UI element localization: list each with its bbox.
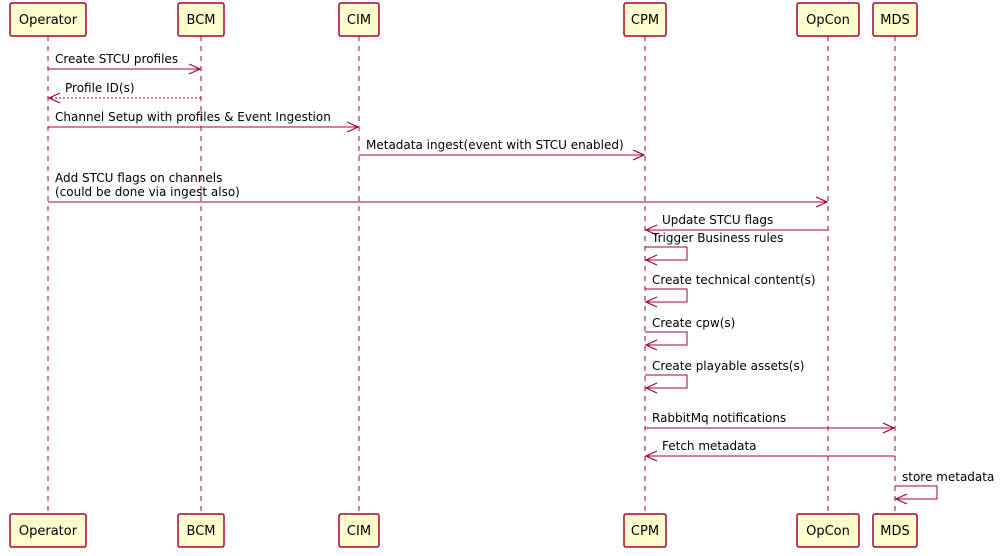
self-message-line xyxy=(895,485,938,500)
message-label: Fetch metadata xyxy=(662,439,757,453)
participant-box xyxy=(9,513,87,548)
arrow-head xyxy=(632,149,646,161)
arrow-head xyxy=(47,92,61,104)
participant-cim-top: CIM xyxy=(338,2,380,37)
message-9: Create cpw(s) xyxy=(644,316,735,351)
participant-label: CPM xyxy=(631,524,659,539)
participant-box xyxy=(338,513,380,548)
participant-operator-bottom: Operator xyxy=(9,513,87,548)
participant-label: BCM xyxy=(187,524,216,539)
message-12: Fetch metadata xyxy=(644,439,895,462)
participant-label: CPM xyxy=(631,13,659,28)
participant-cpm-bottom: CPM xyxy=(623,513,667,548)
message-4: Metadata ingest(event with STCU enabled) xyxy=(359,138,646,161)
participant-bcm-bottom: BCM xyxy=(177,513,225,548)
message-8: Create technical content(s) xyxy=(644,273,816,308)
self-message-line xyxy=(645,374,688,389)
message-label: Metadata ingest(event with STCU enabled) xyxy=(366,138,624,152)
message-2: Profile ID(s) xyxy=(47,81,201,104)
participant-operator-top: Operator xyxy=(9,2,87,37)
message-1: Create STCU profiles xyxy=(48,52,202,75)
arrow-head xyxy=(644,382,658,394)
arrow-head xyxy=(894,493,908,505)
arrow-head xyxy=(346,121,360,133)
participant-box xyxy=(623,2,667,37)
participant-box xyxy=(623,513,667,548)
message-label: Profile ID(s) xyxy=(65,81,135,95)
participant-label: CIM xyxy=(347,13,371,28)
self-message-line xyxy=(645,246,688,261)
message-label: (could be done via ingest also) xyxy=(55,185,240,199)
message-13: store metadata xyxy=(894,470,994,505)
participant-box xyxy=(796,2,860,37)
arrow-head xyxy=(644,450,658,462)
participant-opcon-top: OpCon xyxy=(796,2,860,37)
participant-label: OpCon xyxy=(806,13,850,28)
participant-box xyxy=(796,513,860,548)
participant-box xyxy=(177,513,225,548)
message-label: Trigger Business rules xyxy=(651,231,783,245)
message-3: Channel Setup with profiles & Event Inge… xyxy=(48,110,360,133)
participant-cim-bottom: CIM xyxy=(338,513,380,548)
message-label: Create STCU profiles xyxy=(55,52,178,66)
participant-box xyxy=(177,2,225,37)
message-label: Create cpw(s) xyxy=(652,316,735,330)
participant-label: Operator xyxy=(19,13,78,28)
message-label: Create playable assets(s) xyxy=(652,359,804,373)
arrow-head xyxy=(644,224,658,236)
participant-bcm-top: BCM xyxy=(177,2,225,37)
participant-cpm-top: CPM xyxy=(623,2,667,37)
participant-mds-bottom: MDS xyxy=(872,513,918,548)
self-message-line xyxy=(645,331,688,346)
participant-label: MDS xyxy=(880,13,909,28)
participant-label: MDS xyxy=(880,524,909,539)
arrow-head xyxy=(644,339,658,351)
self-message-line xyxy=(645,288,688,303)
message-label: Channel Setup with profiles & Event Inge… xyxy=(55,110,331,124)
message-label: RabbitMq notifications xyxy=(652,411,786,425)
message-label: Create technical content(s) xyxy=(652,273,816,287)
message-label: Update STCU flags xyxy=(662,213,773,227)
message-label: Add STCU flags on channels xyxy=(55,171,222,185)
participant-box xyxy=(9,2,87,37)
message-7: Trigger Business rules xyxy=(644,231,783,266)
participant-boxes: OperatorOperatorBCMBCMCIMCIMCPMCPMOpConO… xyxy=(9,2,918,548)
arrow-head xyxy=(644,296,658,308)
message-label: store metadata xyxy=(902,470,994,484)
message-6: Update STCU flags xyxy=(644,213,828,236)
participant-mds-top: MDS xyxy=(872,2,918,37)
arrow-head xyxy=(882,422,896,434)
message-11: RabbitMq notifications xyxy=(645,411,896,434)
participant-box xyxy=(872,2,918,37)
participant-label: BCM xyxy=(187,13,216,28)
message-10: Create playable assets(s) xyxy=(644,359,804,394)
participant-box xyxy=(338,2,380,37)
participant-label: Operator xyxy=(19,524,78,539)
message-5: Add STCU flags on channels(could be done… xyxy=(48,171,829,208)
participant-box xyxy=(872,513,918,548)
participant-opcon-bottom: OpCon xyxy=(796,513,860,548)
arrow-head xyxy=(815,196,829,208)
participant-label: OpCon xyxy=(806,524,850,539)
participant-label: CIM xyxy=(347,524,371,539)
arrow-head xyxy=(188,63,202,75)
arrow-head xyxy=(644,254,658,266)
